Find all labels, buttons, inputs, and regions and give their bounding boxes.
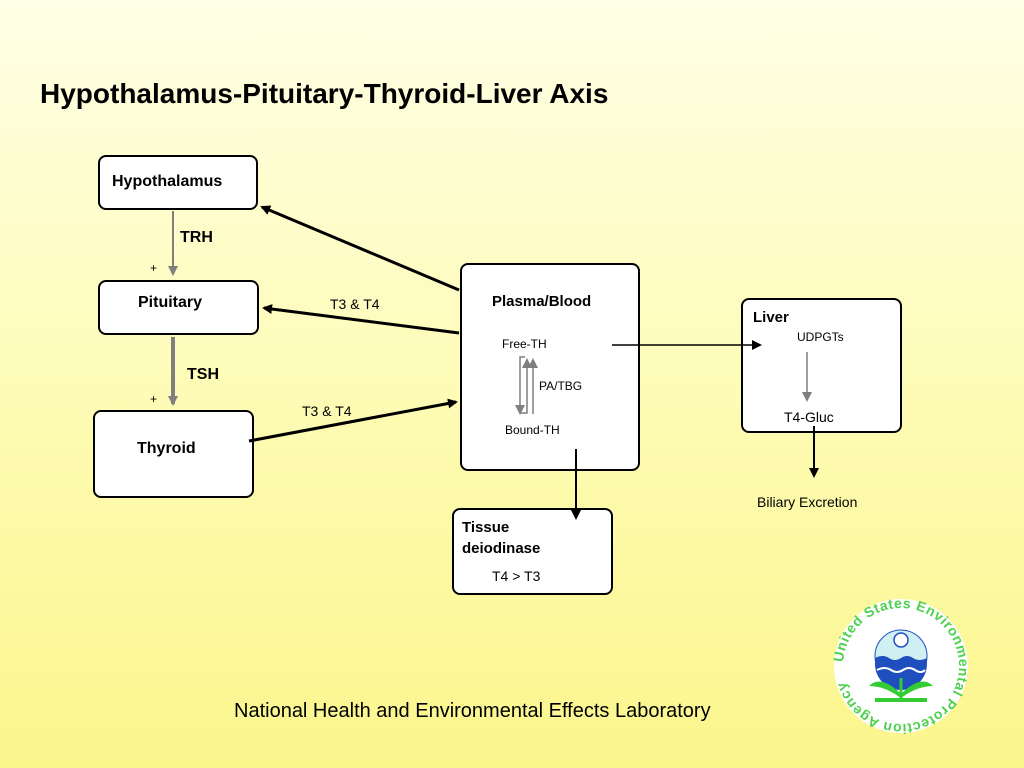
t3-t4-feedback-label: T3 & T4 <box>330 296 380 312</box>
free-th-label: Free-TH <box>502 337 547 351</box>
plus-sign-trh: + <box>150 261 158 275</box>
t3-t4-thyroid-label: T3 & T4 <box>302 403 352 419</box>
plasma-blood-label: Plasma/Blood <box>492 293 592 310</box>
udpgts-label: UDPGTs <box>797 330 844 344</box>
liver-box: Liver <box>741 298 902 433</box>
epa-logo-icon: United States Environmental Protection A… <box>833 598 969 734</box>
footer-lab-name: National Health and Environmental Effect… <box>234 700 711 722</box>
t4-gt-t3-label: T4 > T3 <box>492 568 541 584</box>
plus-sign-tsh: + <box>150 392 158 406</box>
thyroid-to-plasma-arrow <box>248 398 458 443</box>
slide-title: Hypothalamus-Pituitary-Thyroid-Liver Axi… <box>40 78 609 109</box>
feedback-hypothalamus-arrow <box>260 205 460 292</box>
tissue-deiodinase-box: Tissue deiodinase <box>452 508 613 595</box>
trh-label: TRH <box>180 229 213 246</box>
hypothalamus-box: Hypothalamus <box>98 155 258 210</box>
pituitary-label: Pituitary <box>138 294 203 311</box>
plasma-blood-box: Plasma/Blood <box>460 263 640 471</box>
thyroid-box: Thyroid <box>93 410 254 498</box>
tissue-label-line1: Tissue <box>462 519 510 536</box>
hypothalamus-label: Hypothalamus <box>112 173 223 190</box>
thyroid-label: Thyroid <box>137 440 196 457</box>
biliary-excretion-label: Biliary Excretion <box>757 494 858 510</box>
pituitary-box: Pituitary <box>98 280 259 335</box>
liver-label: Liver <box>753 309 789 326</box>
pa-tbg-label: PA/TBG <box>539 379 583 393</box>
bound-th-label: Bound-TH <box>505 423 560 437</box>
tissue-label-line2: deiodinase <box>462 540 541 557</box>
t4-gluc-label: T4-Gluc <box>784 409 834 425</box>
tsh-label: TSH <box>187 366 219 383</box>
